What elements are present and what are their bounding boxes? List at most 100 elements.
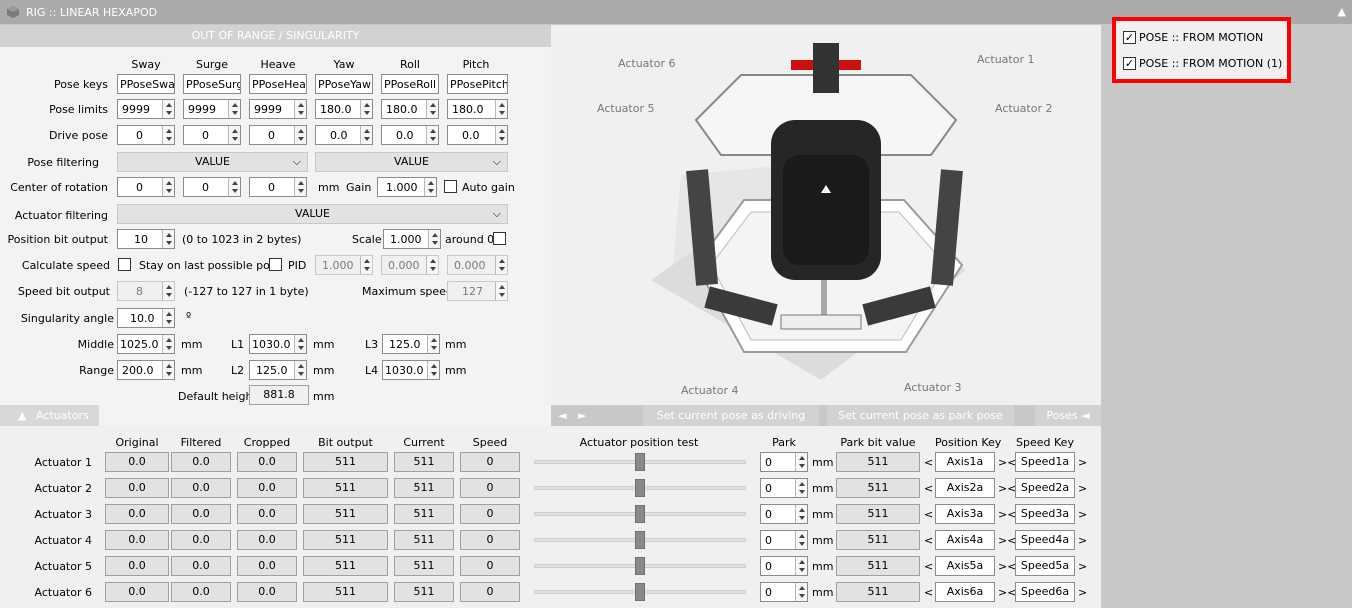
slider-thumb[interactable]: [635, 531, 645, 549]
position-key-input[interactable]: Axis4a: [935, 530, 995, 550]
collapse-icon: ▲: [18, 409, 27, 422]
pid-p-input[interactable]: 1.000: [315, 255, 373, 275]
filtered-value: 0.0: [171, 504, 231, 524]
key-bracket-right: >: [1078, 586, 1088, 599]
range-label: Range: [79, 364, 114, 377]
range-input[interactable]: 200.0: [117, 360, 175, 380]
position-key-input[interactable]: Axis5a: [935, 556, 995, 576]
poses-button[interactable]: Poses ◄: [1035, 405, 1101, 426]
filtered-value: 0.0: [171, 530, 231, 550]
pose-from-motion-checkbox[interactable]: ✓: [1123, 31, 1136, 44]
center-rotation-z[interactable]: 0: [249, 177, 307, 197]
park-input[interactable]: 0: [760, 478, 808, 498]
position-key-input[interactable]: Axis2a: [935, 478, 995, 498]
pose-limit-sway[interactable]: 9999: [117, 99, 175, 119]
calculate-speed-label: Calculate speed: [21, 259, 110, 272]
position-key-input[interactable]: Axis1a: [935, 452, 995, 472]
pid-d-input[interactable]: 0.000: [447, 255, 508, 275]
drive-pose-heave[interactable]: 0: [249, 125, 307, 145]
gain-input[interactable]: 1.000: [377, 177, 437, 197]
row-label-actuator-4: Actuator 4: [34, 534, 92, 547]
drive-pose-sway[interactable]: 0: [117, 125, 175, 145]
drive-pose-surge[interactable]: 0: [183, 125, 241, 145]
speed-key-input[interactable]: Speed1a: [1015, 452, 1075, 472]
middle-input[interactable]: 1025.0: [117, 334, 175, 354]
park-input[interactable]: 0: [760, 530, 808, 550]
speed-key-input[interactable]: Speed3a: [1015, 504, 1075, 524]
scale-input[interactable]: 1.000: [383, 229, 441, 249]
actuator-filtering-select[interactable]: VALUE⌵: [117, 204, 508, 224]
singularity-angle-input[interactable]: 10.0: [117, 308, 175, 328]
pose-key-surge[interactable]: PPoseSurge: [183, 74, 241, 94]
auto-gain-checkbox[interactable]: [444, 180, 457, 193]
original-value: 0.0: [105, 556, 169, 576]
pose-limit-roll[interactable]: 180.0: [381, 99, 439, 119]
stay-on-last-pose-checkbox[interactable]: [269, 258, 282, 271]
key-bracket-left: <: [924, 456, 934, 469]
speed-bit-output-input[interactable]: 8: [117, 281, 175, 301]
pose-limit-pitch[interactable]: 180.0: [447, 99, 508, 119]
speed-value: 0: [460, 556, 520, 576]
axis-header-yaw: Yaw: [333, 58, 355, 71]
position-key-input[interactable]: Axis3a: [935, 504, 995, 524]
l2-input[interactable]: 125.0: [249, 360, 307, 380]
drive-pose-label: Drive pose: [48, 129, 108, 142]
speed-key-input[interactable]: Speed2a: [1015, 478, 1075, 498]
current-value: 511: [394, 504, 454, 524]
collapse-icon[interactable]: ▲: [1337, 5, 1346, 18]
bit-output-value: 511: [303, 504, 388, 524]
pose-filtering-select-right[interactable]: VALUE⌵: [315, 152, 508, 172]
collapse-left-icon: ◄: [1081, 409, 1090, 422]
park-input[interactable]: 0: [760, 556, 808, 576]
drive-pose-pitch[interactable]: 0.0: [447, 125, 508, 145]
slider-thumb[interactable]: [635, 479, 645, 497]
center-rotation-x[interactable]: 0: [117, 177, 175, 197]
park-input[interactable]: 0: [760, 582, 808, 602]
pose-key-yaw[interactable]: PPoseYaw: [315, 74, 373, 94]
drive-pose-roll[interactable]: 0.0: [381, 125, 439, 145]
pose-key-pitch[interactable]: PPosePitch: [447, 74, 508, 94]
set-driving-pose-button[interactable]: Set current pose as driving pose: [643, 405, 819, 443]
l1-input[interactable]: 1030.0: [249, 334, 307, 354]
speed-key-input[interactable]: Speed6a: [1015, 582, 1075, 602]
default-height-value: 881.8: [249, 385, 309, 405]
calculate-speed-checkbox[interactable]: [118, 258, 131, 271]
out-of-range-banner: OUT OF RANGE / SINGULARITY: [0, 25, 551, 47]
pose-key-heave[interactable]: PPoseHeave: [249, 74, 307, 94]
pose-key-roll[interactable]: PPoseRoll: [381, 74, 439, 94]
prev-arrow-icon[interactable]: ◄: [558, 409, 567, 422]
park-input[interactable]: 0: [760, 504, 808, 524]
middle-label: Middle: [77, 338, 114, 351]
park-input[interactable]: 0: [760, 452, 808, 472]
park-unit: mm: [812, 456, 834, 469]
key-bracket-left: <: [924, 482, 934, 495]
slider-thumb[interactable]: [635, 557, 645, 575]
filtered-value: 0.0: [171, 556, 231, 576]
maximum-speed-input[interactable]: 127: [447, 281, 508, 301]
speed-key-input[interactable]: Speed4a: [1015, 530, 1075, 550]
position-bit-output-input[interactable]: 10: [117, 229, 175, 249]
around-zero-checkbox[interactable]: [493, 232, 506, 245]
next-arrow-icon[interactable]: ►: [578, 409, 587, 422]
center-rotation-y[interactable]: 0: [183, 177, 241, 197]
set-park-pose-button[interactable]: Set current pose as park pose: [827, 405, 1014, 426]
l3-input[interactable]: 125.0: [382, 334, 440, 354]
slider-thumb[interactable]: [635, 505, 645, 523]
pose-key-sway[interactable]: PPoseSway: [117, 74, 175, 94]
slider-thumb[interactable]: [635, 453, 645, 471]
park-bit-value: 511: [836, 582, 920, 602]
slider-thumb[interactable]: [635, 583, 645, 601]
l4-input[interactable]: 1030.0: [382, 360, 440, 380]
pid-i-input[interactable]: 0.000: [381, 255, 439, 275]
speed-key-input[interactable]: Speed5a: [1015, 556, 1075, 576]
position-key-input[interactable]: Axis6a: [935, 582, 995, 602]
maximum-speed-label: Maximum speed: [362, 285, 453, 298]
pose-limit-yaw[interactable]: 180.0: [315, 99, 373, 119]
drive-pose-yaw[interactable]: 0.0: [315, 125, 373, 145]
actuators-tab[interactable]: ▲ Actuators: [0, 405, 99, 426]
pose-from-motion-1-checkbox[interactable]: ✓: [1123, 57, 1136, 70]
pose-limit-heave[interactable]: 9999: [249, 99, 307, 119]
speed-bit-output-label: Speed bit output: [17, 285, 110, 298]
pose-filtering-select-left[interactable]: VALUE⌵: [117, 152, 308, 172]
pose-limit-surge[interactable]: 9999: [183, 99, 241, 119]
